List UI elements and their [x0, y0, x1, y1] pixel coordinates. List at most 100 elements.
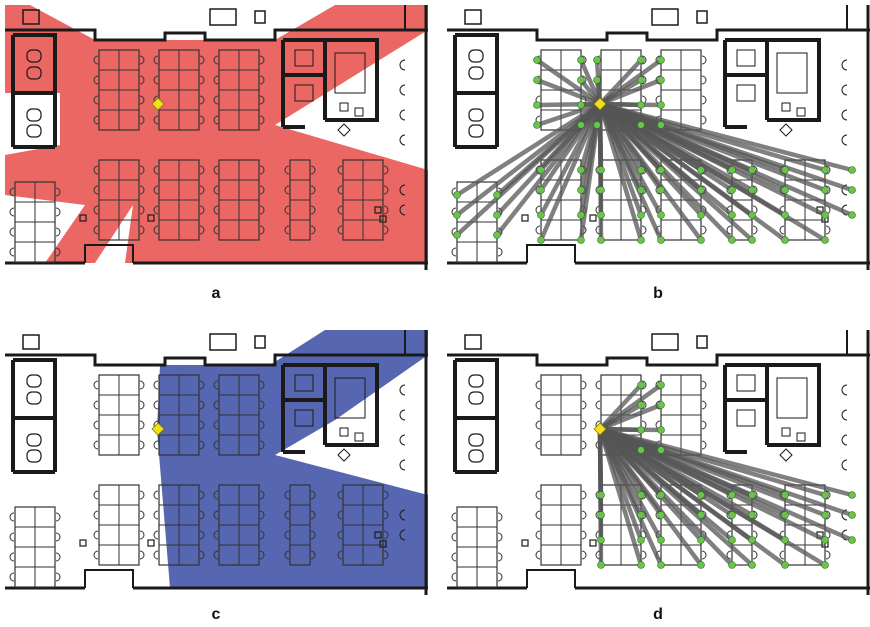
- top-fixture: [651, 8, 679, 26]
- office-plant: [337, 448, 351, 462]
- chair: [9, 227, 15, 237]
- chair: [259, 225, 265, 235]
- target-point: [781, 511, 789, 519]
- chair: [399, 184, 406, 196]
- office-desk: [776, 52, 808, 94]
- chair: [213, 75, 219, 85]
- panel-label-c: c: [211, 606, 221, 623]
- office-walls: [723, 363, 821, 454]
- chair: [9, 247, 15, 257]
- target-point: [577, 101, 585, 109]
- target-point: [493, 191, 501, 199]
- panel-label-a: a: [211, 285, 221, 302]
- chair: [497, 572, 503, 582]
- sightline: [597, 426, 664, 433]
- target-point: [637, 56, 645, 64]
- chair: [581, 530, 587, 540]
- chair: [199, 185, 205, 195]
- target-point: [657, 446, 665, 454]
- target-point: [781, 491, 789, 499]
- chair: [310, 185, 316, 195]
- sightline: [454, 101, 603, 198]
- top-wall: [5, 28, 428, 42]
- top-fixture: [209, 8, 237, 26]
- sightline: [534, 101, 603, 128]
- chair: [199, 380, 205, 390]
- restroom-walls: [453, 358, 499, 474]
- target-point: [537, 211, 545, 219]
- top-wall: [5, 353, 428, 367]
- target-point: [728, 211, 736, 219]
- chair: [825, 490, 831, 500]
- toilet-icon: [468, 391, 484, 405]
- chair: [825, 185, 831, 195]
- chair: [153, 400, 159, 410]
- chair: [310, 510, 316, 520]
- top-fixture: [209, 333, 237, 351]
- chair: [139, 510, 145, 520]
- chair: [701, 380, 707, 390]
- chair: [259, 510, 265, 520]
- chair: [535, 550, 541, 560]
- chair: [139, 75, 145, 85]
- top-fixture: [254, 10, 266, 24]
- target-point: [597, 536, 605, 544]
- chair: [259, 530, 265, 540]
- chair: [310, 225, 316, 235]
- target-point: [657, 401, 665, 409]
- sightline: [597, 101, 855, 193]
- sightlines: [454, 57, 855, 243]
- chair: [399, 459, 406, 471]
- chair: [641, 380, 647, 390]
- office-chair: [354, 432, 364, 442]
- viewpoint-marker: [151, 97, 165, 111]
- target-point: [748, 236, 756, 244]
- target-point: [657, 186, 665, 194]
- chair: [93, 510, 99, 520]
- chair: [284, 225, 290, 235]
- toilet-icon: [468, 49, 484, 63]
- target-point: [597, 211, 605, 219]
- chair: [213, 185, 219, 195]
- chair: [259, 380, 265, 390]
- entrance: [84, 569, 134, 588]
- toilet-icon: [468, 108, 484, 122]
- toilet-icon: [468, 433, 484, 447]
- column: [521, 214, 529, 222]
- target-points: [453, 56, 856, 244]
- chair: [153, 115, 159, 125]
- target-point: [748, 491, 756, 499]
- target-point: [533, 56, 541, 64]
- chair: [581, 440, 587, 450]
- column: [374, 206, 382, 214]
- chair: [93, 95, 99, 105]
- target-point: [537, 166, 545, 174]
- chair: [213, 550, 219, 560]
- column: [374, 531, 382, 539]
- chair: [337, 490, 343, 500]
- chair: [259, 115, 265, 125]
- chair: [93, 530, 99, 540]
- chair: [497, 247, 503, 257]
- chair: [535, 510, 541, 520]
- office-desk: [294, 374, 314, 392]
- office-walls: [281, 38, 379, 129]
- target-point: [493, 231, 501, 239]
- chair: [199, 225, 205, 235]
- chair: [383, 225, 389, 235]
- chair: [726, 550, 732, 560]
- chair: [337, 530, 343, 540]
- office-plant: [779, 123, 793, 137]
- chair: [841, 184, 848, 196]
- chair: [581, 380, 587, 390]
- target-point: [637, 166, 645, 174]
- isovist-region: [5, 5, 428, 263]
- chair: [153, 185, 159, 195]
- target-point: [593, 121, 601, 129]
- toilet-icon: [26, 391, 42, 405]
- chair: [310, 530, 316, 540]
- chair: [9, 532, 15, 542]
- target-point: [597, 236, 605, 244]
- chair: [779, 550, 785, 560]
- toilet-icon: [26, 66, 42, 80]
